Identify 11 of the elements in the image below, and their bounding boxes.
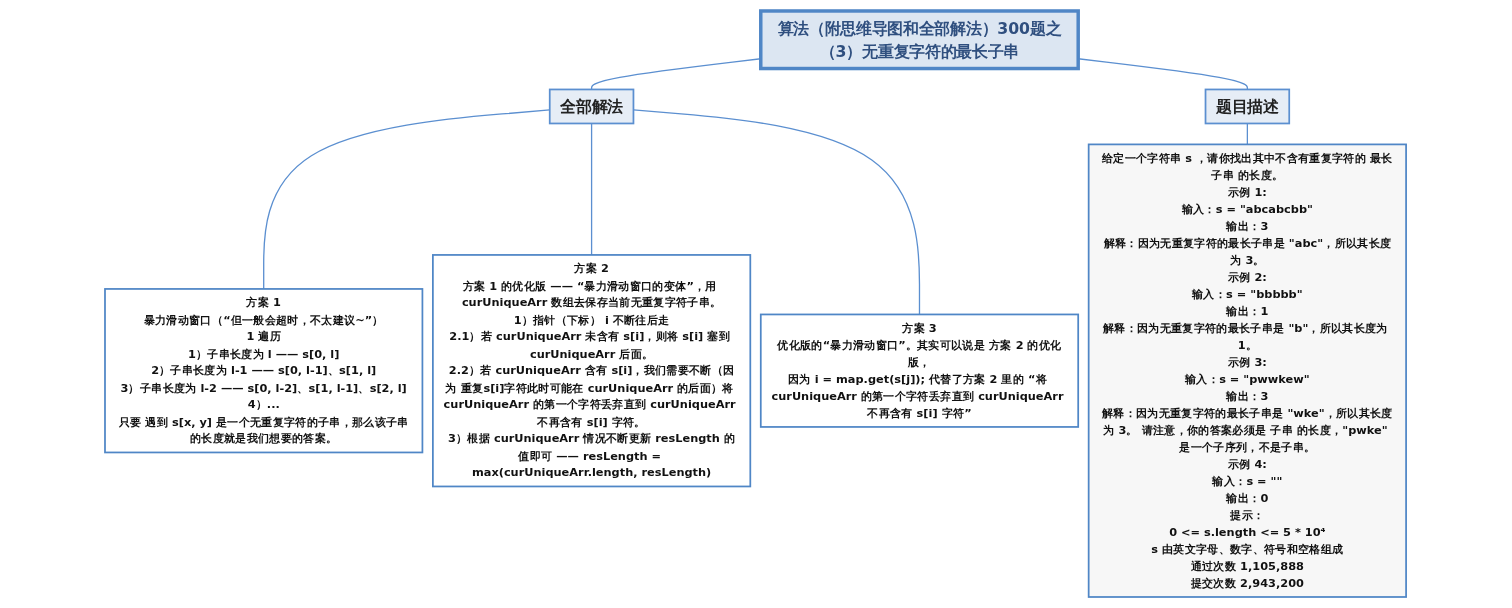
node-box: 方案 1 暴力滑动窗口（“但一般会超时，不太建议~”） 1 遍历 1）子串长度为 l —— s[0, l] 2）子串长度为 l-1 —— s[0, l-1]、s[1, l] 3）子串长度为 l-2 —— s[0, l-2]、s[1, l-1]、s[2, l] 4）... 只要 遇到 s[x, y] 是一个无重复字符的子串，那么该子串的长度就是我们想要的答案。 [104, 288, 424, 454]
node-box: 算法（附思维导图和全部解法）300题之（3）无重复字符的最长子串 [759, 9, 1081, 71]
node-box: 题目描述 [1205, 88, 1291, 125]
connector [1247, 122, 1249, 146]
node-box: 方案 3 优化版的“暴力滑动窗口”。其实可以说是 方案 2 的优化版， 因为 i = map.get(s[j]); 代替了方案 2 里的 “将 curUniqueArr 的第一个字符丢弃直到 curUniqueArr 不再含有 s[i] 字符” [760, 313, 1080, 428]
connector [591, 122, 593, 256]
connector [633, 109, 921, 316]
node-box: 全部解法 [549, 88, 635, 125]
node-box: 方案 2 方案 1 的优化版 —— “暴力滑动窗口的变体”，用 curUniqueArr 数组去保存当前无重复字符子串。 1）指针（下标） i 不断往后走 2.1）若 curUniqueArr 未含有 s[i]，则将 s[i] 塞到 curUniqueArr 后面。 2.2）若 curUniqueArr 含有 s[i]，我们需要不断（因为 重复s[i]字符此时可能在 curUniqueArr 的后面）将 curUniqueArr 的第一个字符丢弃直到 curUniqueArr 不再含有 s[i] 字符。 3）根据 curUniqueArr 情况不断更新 resLength 的值即可 —— resLength = max(curUniqueArr.length, resLength) [432, 254, 752, 488]
connector [263, 109, 551, 290]
node-box: 给定一个字符串 s ，请你找出其中不含有重复字符的 最长子串 的长度。 示例 1: 输入：s = "abcabcbb" 输出：3 解释：因为无重复字符的最长子串是 "abc"，所以其长度为 3。 示例 2: 输入：s = "bbbbb" 输出：1 解释：因为无重复字符的最长子串是 "b"，所以其长度为 1。 示例 3: 输入：s = "pwwkew" 输出：3 解释：因为无重复字符的最长子串是 "wke"，所以其长度为 3。 请注意，你的答案必须是 子串 的长度，"pwke" 是一个子序列，不是子串。 示例 4: 输入：s = "" 输出：0 提示： 0 <= s.length <= 5 * 10⁴ s 由英文字母、数字、符号和空格组成 通过次数 1,105,888 提交次数 2,943,200 [1088, 143, 1408, 598]
